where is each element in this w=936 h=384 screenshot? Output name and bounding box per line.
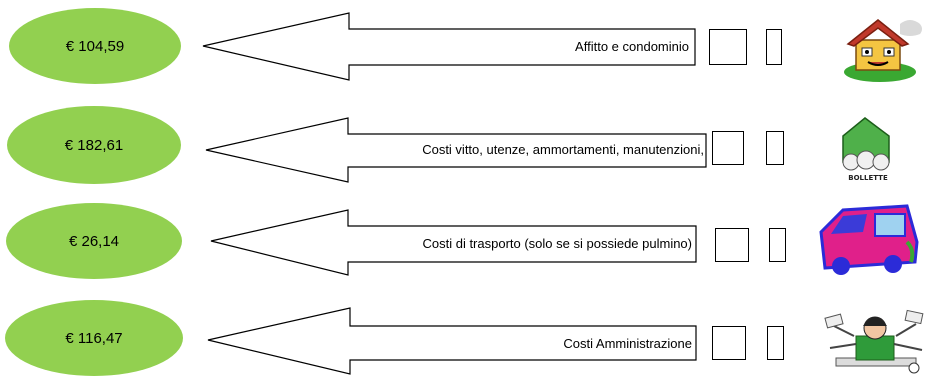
cost-label: Costi vitto, utenze, ammortamenti, manut… <box>422 142 704 157</box>
cost-row: € 104,59 Affitto e condominio <box>0 0 936 96</box>
checkbox-box[interactable] <box>712 131 744 165</box>
checkbox-box[interactable] <box>766 131 784 165</box>
checkbox-box[interactable] <box>766 29 782 65</box>
left-arrow <box>210 209 697 276</box>
cost-row: € 26,14 Costi di trasporto (solo se si p… <box>0 192 936 288</box>
left-arrow <box>207 307 697 375</box>
checkbox-box[interactable] <box>769 228 786 262</box>
amount-oval: € 116,47 <box>5 300 183 376</box>
checkbox-box[interactable] <box>767 326 784 360</box>
amount-oval: € 26,14 <box>6 203 182 279</box>
cost-row: € 182,61 Costi vitto, utenze, ammortamen… <box>0 96 936 192</box>
checkbox-box[interactable] <box>712 326 746 360</box>
checkbox-box[interactable] <box>709 29 747 65</box>
bills-caption: BOLLETTE <box>848 174 888 182</box>
cost-label: Costi di trasporto (solo se si possiede … <box>422 236 692 251</box>
cost-label: Costi Amministrazione <box>563 336 692 351</box>
amount-text: € 26,14 <box>68 232 120 250</box>
administration-icon <box>824 309 924 374</box>
bills-house-icon: BOLLETTE <box>842 117 890 182</box>
left-arrow <box>202 12 696 81</box>
amount-text: € 182,61 <box>64 136 124 154</box>
cost-row: € 116,47 Costi Amministrazione <box>0 288 936 384</box>
amount-text: € 116,47 <box>65 329 123 347</box>
cost-label: Affitto e condominio <box>575 39 689 54</box>
amount-oval: € 182,61 <box>7 106 181 184</box>
van-icon <box>819 204 919 275</box>
house-icon <box>844 19 922 82</box>
left-arrow <box>205 117 707 183</box>
checkbox-box[interactable] <box>715 228 749 262</box>
amount-oval: € 104,59 <box>9 8 181 84</box>
amount-text: € 104,59 <box>65 37 125 55</box>
